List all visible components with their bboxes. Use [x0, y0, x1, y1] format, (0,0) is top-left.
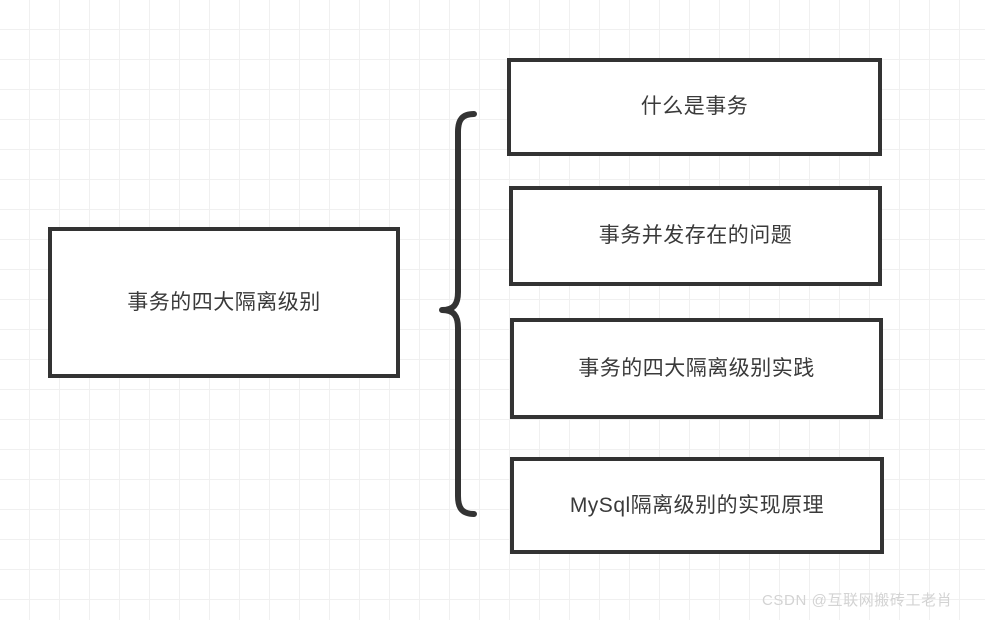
child-node-label: MySql隔离级别的实现原理 [569, 493, 825, 517]
child-node-mysql-implementation[interactable]: MySql隔离级别的实现原理 [510, 457, 884, 554]
root-node[interactable]: 事务的四大隔离级别 [48, 227, 400, 378]
child-node-concurrency-problems[interactable]: 事务并发存在的问题 [509, 186, 882, 286]
child-node-label: 什么是事务 [640, 95, 749, 119]
child-node-label: 事务的四大隔离级别实践 [578, 356, 815, 380]
watermark-text: CSDN @互联网搬砖工老肖 [762, 592, 953, 609]
root-node-label: 事务的四大隔离级别 [127, 290, 321, 314]
curly-brace-connector [439, 111, 477, 517]
child-node-what-is-transaction[interactable]: 什么是事务 [507, 58, 882, 156]
child-node-isolation-levels-practice[interactable]: 事务的四大隔离级别实践 [510, 318, 883, 419]
brace-path [439, 111, 477, 517]
child-node-label: 事务并发存在的问题 [598, 224, 793, 248]
